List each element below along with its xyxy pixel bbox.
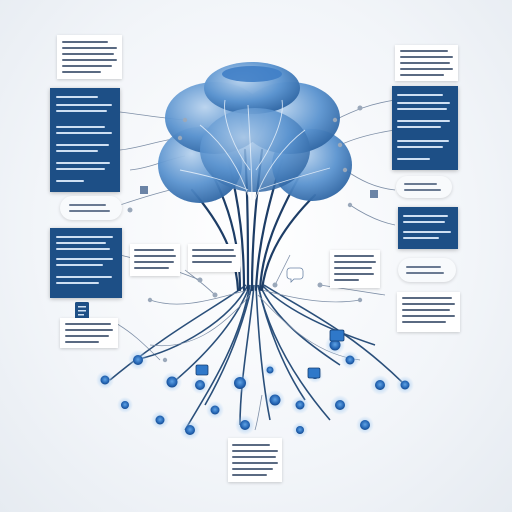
info-card-highlight	[50, 88, 120, 192]
network-node	[133, 355, 143, 365]
network-node	[266, 366, 274, 374]
network-node	[400, 380, 410, 390]
info-card	[57, 35, 122, 79]
network-node	[296, 426, 304, 434]
cube-icon	[140, 186, 378, 198]
canopy-blob	[200, 108, 310, 192]
network-node	[269, 394, 281, 406]
info-card	[330, 250, 380, 288]
connector-dots	[127, 105, 363, 363]
network-node	[360, 420, 370, 430]
canopy-blob	[222, 66, 282, 82]
info-card	[60, 318, 118, 348]
network-node	[195, 380, 205, 390]
document-icon	[75, 302, 89, 320]
tree-canopy	[158, 62, 352, 203]
label-bubble	[396, 176, 452, 198]
network-node	[210, 405, 220, 415]
network-node	[185, 425, 195, 435]
network-node	[375, 380, 385, 390]
label-bubble	[60, 196, 122, 220]
label-bubble	[398, 258, 456, 282]
info-card-highlight	[50, 228, 122, 298]
network-node	[100, 375, 110, 385]
info-card	[228, 438, 282, 482]
info-card	[188, 244, 240, 272]
info-card	[397, 292, 460, 332]
monitor-icon	[195, 329, 345, 379]
network-node	[155, 415, 165, 425]
network-node	[234, 377, 246, 389]
root-lines	[109, 284, 406, 431]
network-node	[295, 400, 305, 410]
info-card-highlight	[392, 86, 458, 170]
canopy-branches	[179, 99, 331, 201]
network-node	[335, 400, 345, 410]
network-node	[121, 401, 129, 409]
network-node	[166, 376, 178, 388]
info-card	[130, 244, 180, 276]
info-card-highlight	[398, 207, 458, 249]
network-node	[345, 355, 355, 365]
network-node	[240, 420, 250, 430]
chat-icon	[286, 267, 304, 283]
info-card	[395, 45, 458, 81]
connector-lines	[109, 99, 396, 431]
network-node	[329, 339, 341, 351]
